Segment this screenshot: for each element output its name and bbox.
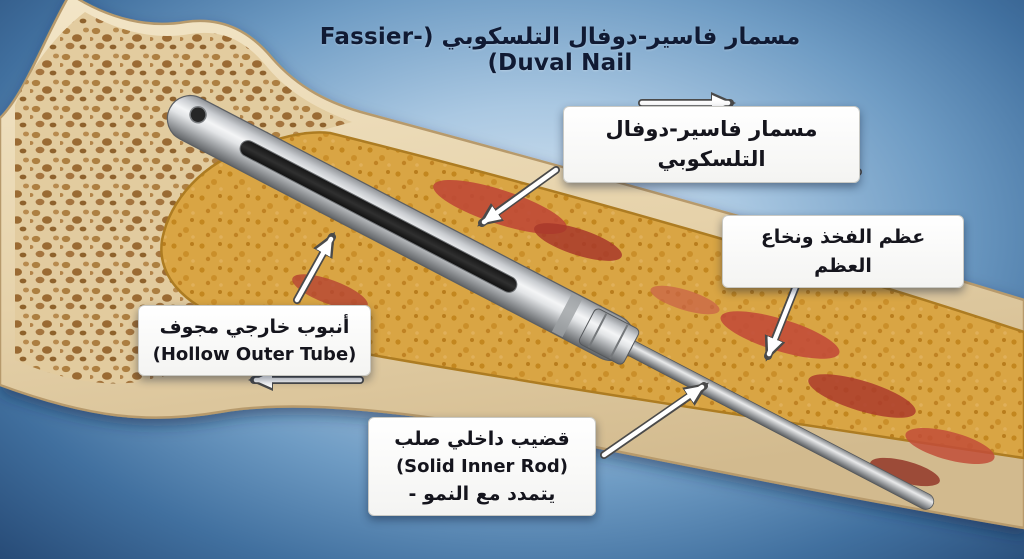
locking-collar — [551, 292, 640, 365]
tube-callout-english: (Hollow Outer Tube) — [152, 343, 357, 365]
rod-callout-english: (Solid Inner Rod) — [395, 455, 569, 477]
nail-callout: مسمار فاسير-دوفال التلسكوبي — [563, 106, 860, 183]
nail-pointer-arrow — [477, 166, 560, 227]
nail-callout-text: مسمار فاسير-دوفال التلسكوبي — [605, 117, 818, 172]
tube-callout-arabic: أنبوب خارجي مجوف — [159, 316, 350, 338]
rod-callout-note: - يتمدد مع النمو — [408, 482, 556, 505]
tube-pointer-arrow — [293, 231, 336, 304]
bone-callout-text: عظم الفخذ ونخاع العظم — [760, 226, 926, 277]
rod-callout-arabic: قضيب داخلي صلب — [394, 428, 570, 450]
bone-callout: عظم الفخذ ونخاع العظم — [722, 215, 964, 288]
tube-slot — [239, 140, 518, 293]
interlocking-hole — [189, 105, 207, 124]
page-title: مسمار فاسير-دوفال التلسكوبي (Fassier-Duv… — [319, 24, 801, 76]
rod-pointer-arrow — [600, 382, 709, 459]
fassier-duval-nail-graphic — [166, 95, 935, 510]
tube-callout: أنبوب خارجي مجوف (Hollow Outer Tube) — [138, 305, 371, 376]
rod-callout: قضيب داخلي صلب (Solid Inner Rod) - يتمدد… — [368, 417, 596, 517]
